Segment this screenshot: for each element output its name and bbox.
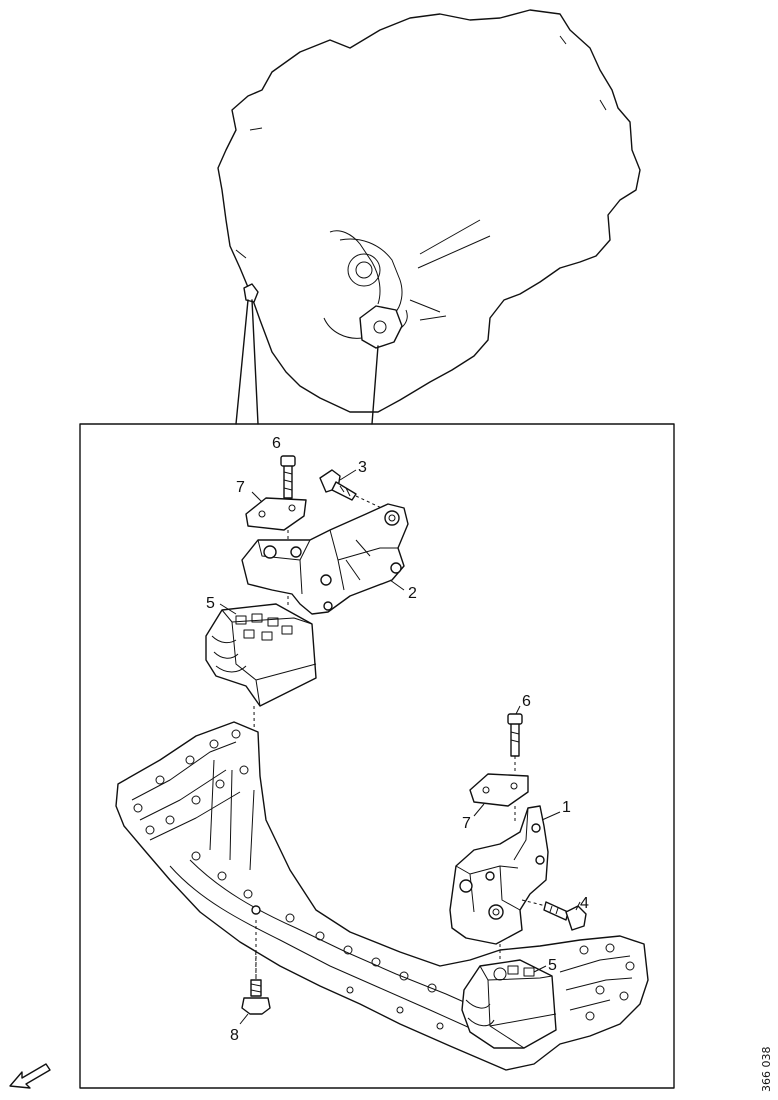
callout-3: 3: [358, 459, 367, 476]
subframe: [115, 721, 649, 1071]
upper-rubber-mount-5: [205, 596, 317, 707]
lower-bolt-6: [507, 713, 523, 772]
lower-rubber-mount-5: [461, 944, 557, 1049]
callout-labels: 1 2 3 4 5 5 6 6 7 7 8: [206, 435, 589, 1044]
callout-7-upper: 7: [236, 479, 245, 496]
lower-bolt-4: [521, 899, 587, 931]
orientation-arrow-icon: [9, 1063, 51, 1089]
callout-6-lower: 6: [522, 693, 531, 710]
callout-2: 2: [408, 585, 417, 602]
upper-bolt-6: [280, 455, 296, 499]
callout-leaders: [219, 469, 581, 1025]
lower-plate-7: [469, 773, 529, 824]
upper-bolt-3: [319, 469, 391, 513]
lower-bracket-1: [449, 805, 549, 945]
callout-8: 8: [230, 1027, 239, 1044]
callout-5-upper: 5: [206, 595, 215, 612]
callout-4: 4: [580, 895, 589, 912]
lower-bolt-8: [241, 920, 271, 1015]
callout-1: 1: [562, 799, 571, 816]
upper-plate-7: [245, 497, 307, 531]
callout-5-lower: 5: [548, 957, 557, 974]
callout-6-upper: 6: [272, 435, 281, 452]
detail-frame: [79, 423, 675, 1089]
engine-outline: [217, 9, 641, 413]
engine-leader-lines: [235, 299, 379, 425]
upper-bracket-2: [241, 503, 409, 615]
reference-code: 366 038: [760, 1047, 773, 1093]
callout-7-lower: 7: [462, 815, 471, 832]
